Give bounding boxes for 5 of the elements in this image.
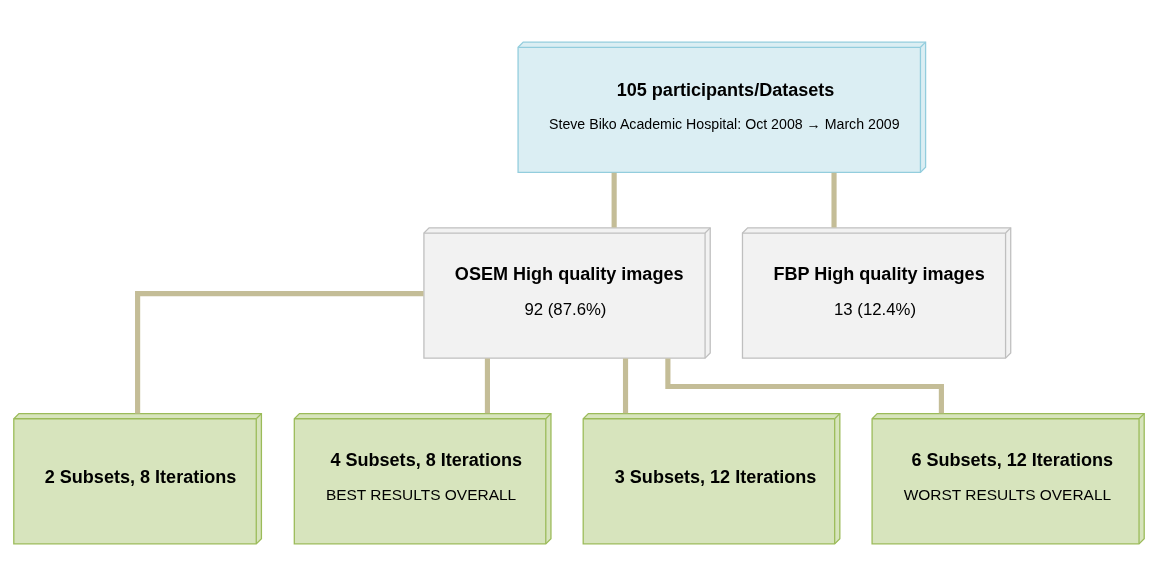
connector (622, 358, 629, 414)
connector (831, 172, 837, 228)
connector (611, 172, 617, 228)
connector (135, 291, 424, 414)
connector (484, 358, 490, 414)
